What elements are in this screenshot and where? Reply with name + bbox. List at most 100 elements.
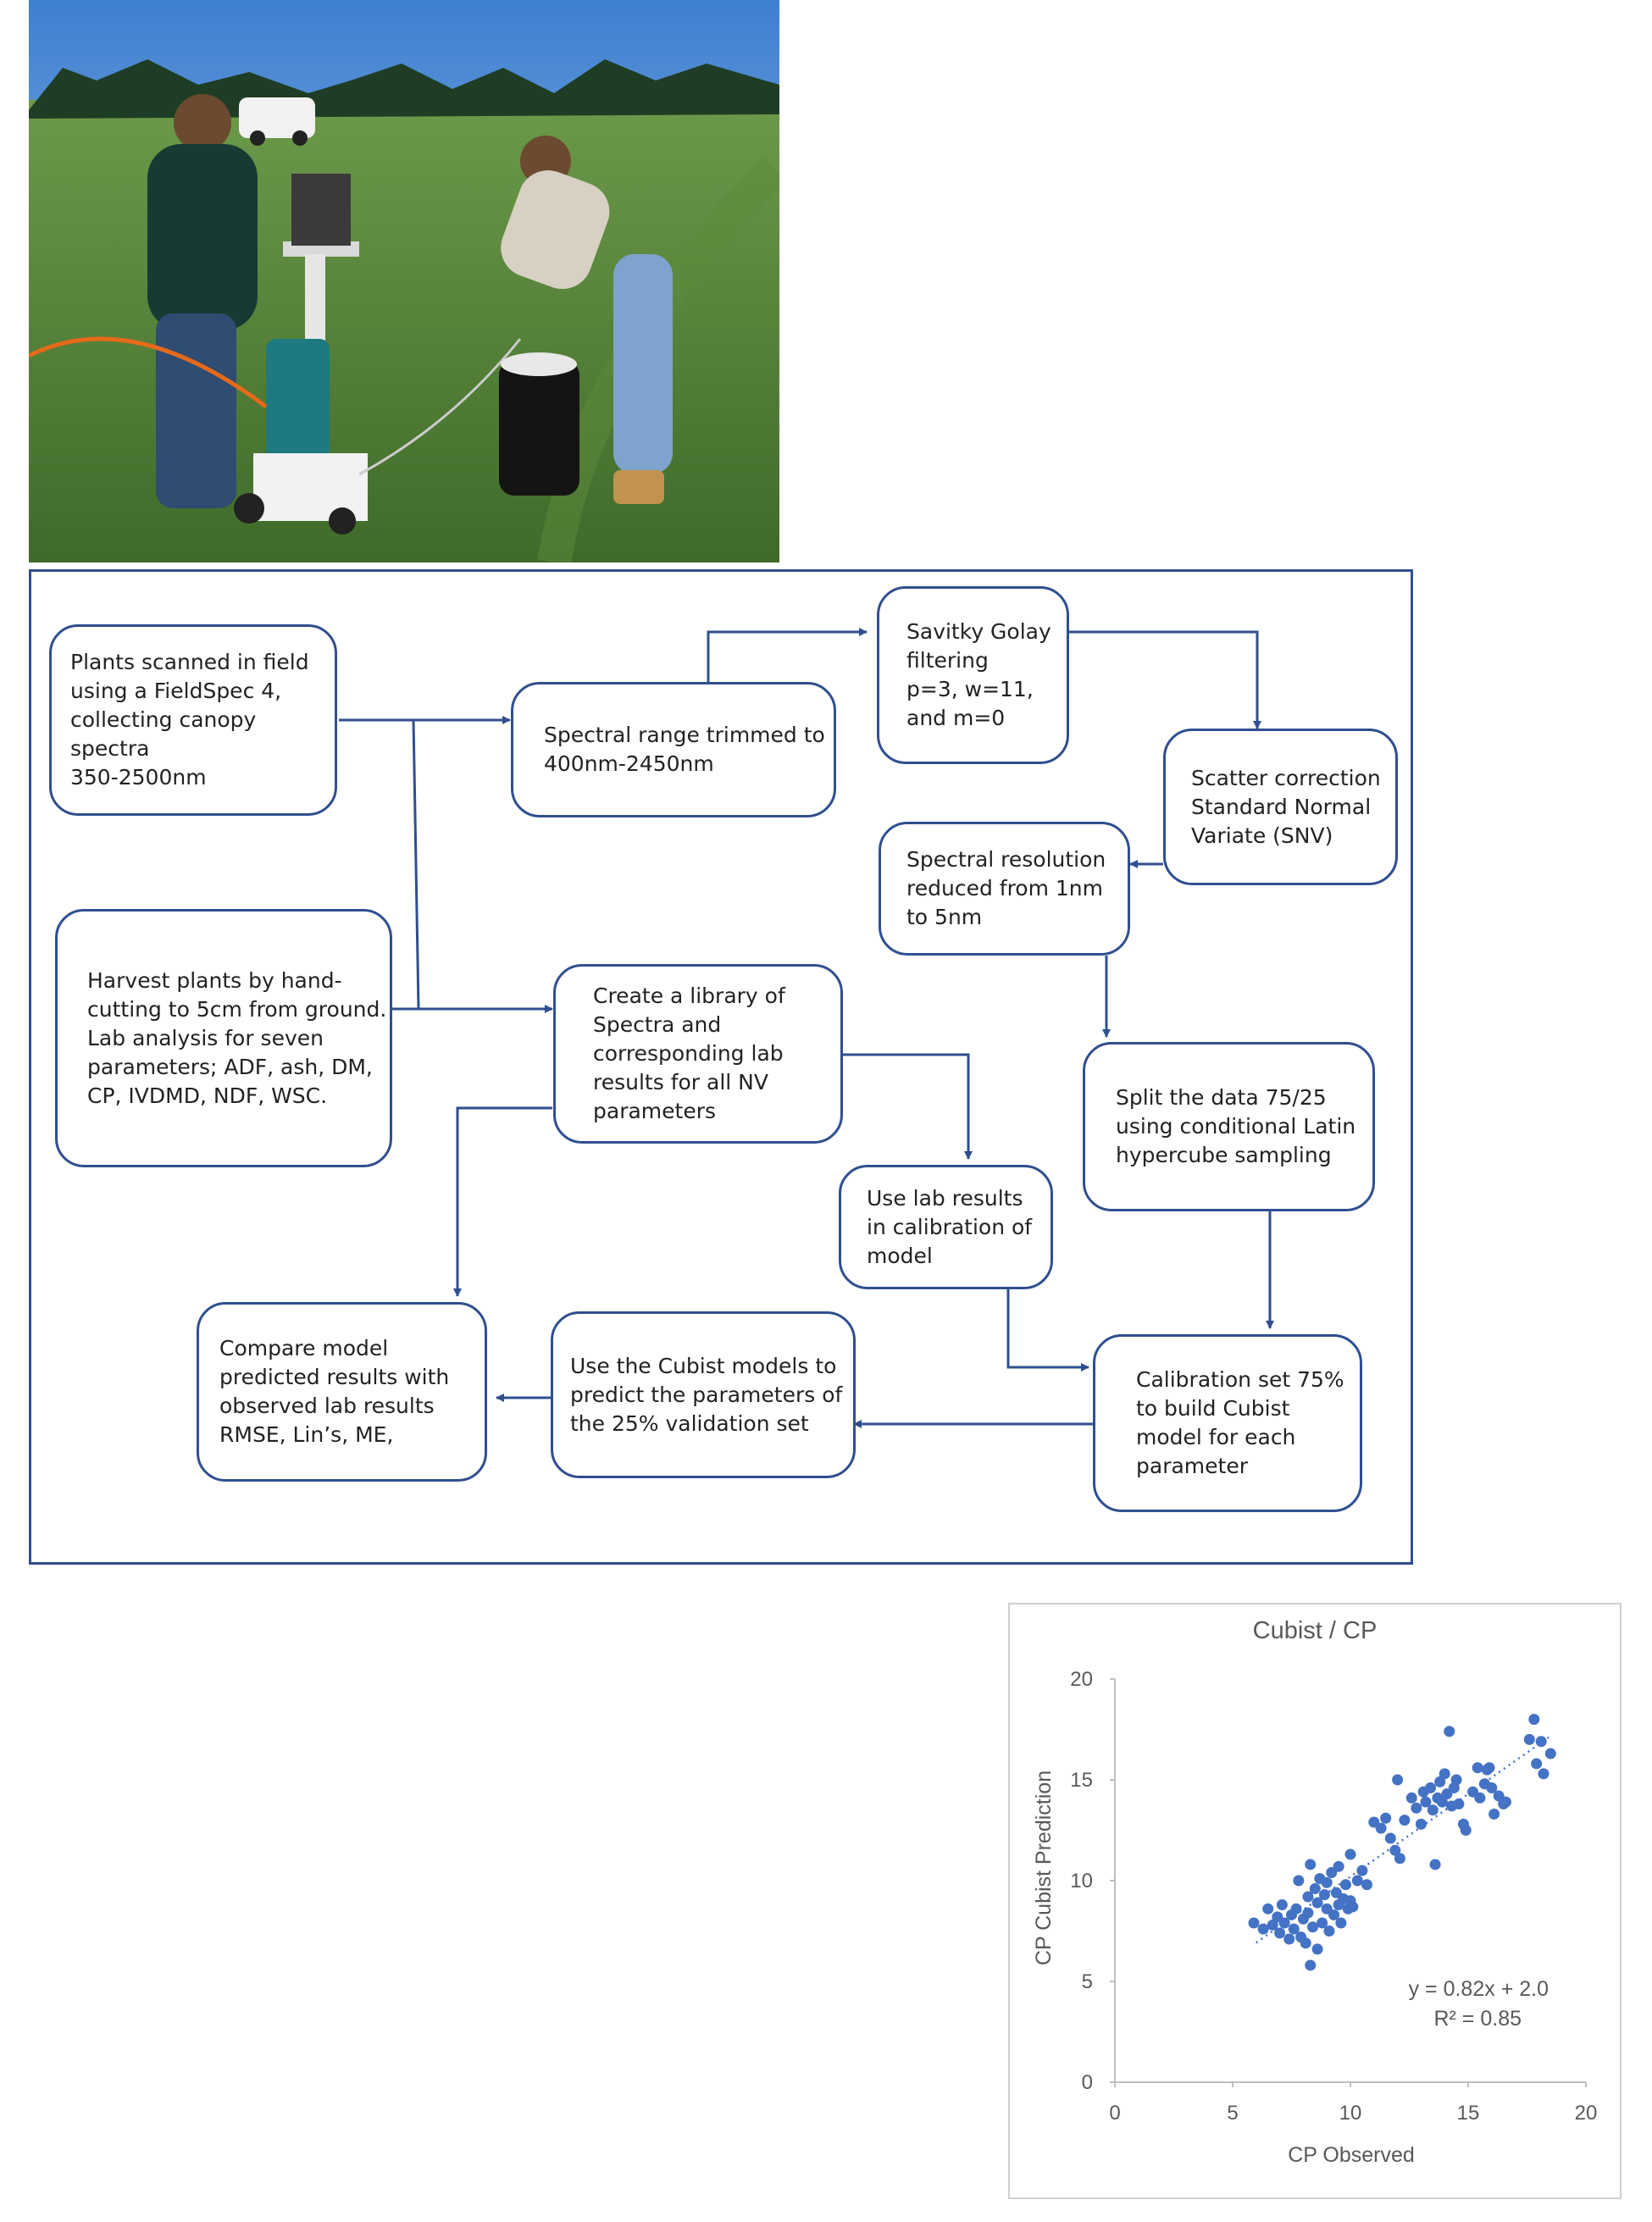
flow-box-library: Create a library of Spectra and correspo… [553,964,843,1144]
flow-box-compare-text: Compare model predicted results with obs… [219,1336,450,1447]
x-tick-label: 0 [1109,2102,1120,2125]
flow-box-savitzky-text: Savitky Golay filtering p=3, w=11, and m… [906,619,1051,730]
data-point [1460,1825,1472,1836]
data-point [1427,1804,1439,1816]
data-point [1500,1796,1511,1808]
data-point [1356,1865,1368,1876]
data-point [1318,1889,1330,1901]
data-point [1392,1774,1404,1786]
data-point [1307,1921,1319,1933]
data-point [1302,1891,1314,1903]
data-point [1309,1883,1321,1895]
data-point [1278,1917,1290,1929]
flow-box-trim-text: Spectral range trimmed to 400nm-2450nm [544,723,825,776]
data-point [1288,1923,1300,1935]
data-point [1436,1796,1448,1808]
data-point [1434,1776,1446,1787]
chart-frame [1008,1603,1622,2199]
data-point [1488,1808,1500,1820]
flow-box-harvest: Harvest plants by hand- cutting to 5cm f… [55,909,392,1167]
y-tick-label: 10 [1070,1870,1093,1892]
flowchart-frame [29,569,1413,1565]
data-point [1339,1879,1351,1891]
cubist-cp-scatter-chart: Cubist / CP CP Observed CP Cubist Predic… [1032,1617,1597,2167]
flow-box-scan-text: Plants scanned in field using a FieldSpe… [70,650,309,790]
data-point [1535,1736,1547,1748]
data-point [1429,1859,1441,1870]
data-point [1276,1899,1288,1911]
flow-box-lab-calibration-text: Use lab results in calibration of model [867,1185,1033,1268]
data-point [1333,1860,1344,1872]
flow-box-scan: Plants scanned in field using a FieldSpe… [49,624,337,816]
flow-box-calibration: Calibration set 75% to build Cubist mode… [1093,1334,1362,1512]
data-point [1439,1768,1450,1780]
x-axis-label: CP Observed [1288,2143,1415,2167]
data-point [1321,1876,1333,1888]
flow-box-calibration-text: Calibration set 75% to build Cubist mode… [1136,1367,1344,1478]
y-axis-label: CP Cubist Prediction [1032,1770,1056,1965]
flow-box-harvest-text: Harvest plants by hand- cutting to 5cm f… [87,967,387,1108]
data-point [1305,1959,1317,1971]
chart-title: Cubist / CP [1253,1617,1378,1644]
data-point [1335,1917,1347,1929]
y-tick-label: 20 [1070,1668,1093,1691]
data-point [1405,1792,1417,1804]
data-point [1248,1917,1260,1929]
flow-box-predict: Use the Cubist models to predict the par… [551,1311,856,1478]
data-point [1544,1748,1556,1759]
field-scanning-photo [29,0,779,562]
r-squared-label: R² = 0.85 [1433,2007,1522,2031]
flow-box-resolution-text: Spectral resolution reduced from 1nm to … [906,847,1106,929]
data-point [1351,1875,1363,1887]
data-point [1453,1798,1465,1810]
flow-box-resolution: Spectral resolution reduced from 1nm to … [879,822,1130,956]
data-point [1311,1897,1323,1909]
data-point [1328,1909,1340,1920]
data-point [1474,1792,1486,1804]
data-point [1347,1901,1359,1913]
data-point [1394,1853,1405,1865]
data-point [1317,1917,1328,1929]
y-tick-label: 15 [1070,1769,1093,1792]
data-point [1302,1907,1314,1919]
data-point [1300,1937,1311,1949]
flow-box-split: Split the data 75/25 using conditional L… [1083,1042,1375,1211]
trendline-equation: y = 0.82x + 2.0 [1409,1977,1549,2001]
data-point [1267,1919,1278,1931]
data-point [1283,1933,1295,1945]
data-point [1425,1782,1437,1794]
x-tick-label: 10 [1339,2102,1362,2125]
data-point [1274,1927,1286,1939]
data-point [1380,1812,1392,1824]
flow-box-scatter-text: Scatter correction Standard Normal Varia… [1191,765,1381,848]
data-point [1528,1714,1540,1726]
data-point [1384,1832,1396,1844]
data-point [1305,1859,1317,1870]
data-point [1420,1796,1432,1808]
data-point [1523,1733,1535,1745]
data-point [1483,1762,1495,1774]
data-point [1257,1923,1269,1935]
x-tick-label: 15 [1457,2102,1480,2125]
data-point [1262,1903,1274,1914]
data-point [1450,1774,1462,1786]
data-point [1399,1815,1411,1826]
flow-box-split-text: Split the data 75/25 using conditional L… [1116,1085,1356,1167]
flow-box-savitzky: Savitky Golay filtering p=3, w=11, and m… [877,586,1069,764]
data-point [1411,1802,1422,1814]
data-point [1389,1844,1401,1856]
data-point [1375,1822,1387,1834]
data-point [1531,1758,1543,1770]
data-point [1486,1782,1498,1794]
data-point [1444,1726,1455,1737]
data-point [1538,1768,1549,1780]
data-point [1323,1926,1335,1937]
data-point [1415,1818,1427,1830]
data-point [1361,1879,1372,1891]
flow-box-library-text: Create a library of Spectra and correspo… [593,984,785,1123]
flow-box-trim: Spectral range trimmed to 400nm-2450nm [511,682,836,817]
flow-box-lab-calibration: Use lab results in calibration of model [839,1165,1053,1289]
data-point [1293,1875,1305,1887]
y-tick-label: 0 [1082,2071,1093,2094]
data-point [1290,1903,1302,1914]
